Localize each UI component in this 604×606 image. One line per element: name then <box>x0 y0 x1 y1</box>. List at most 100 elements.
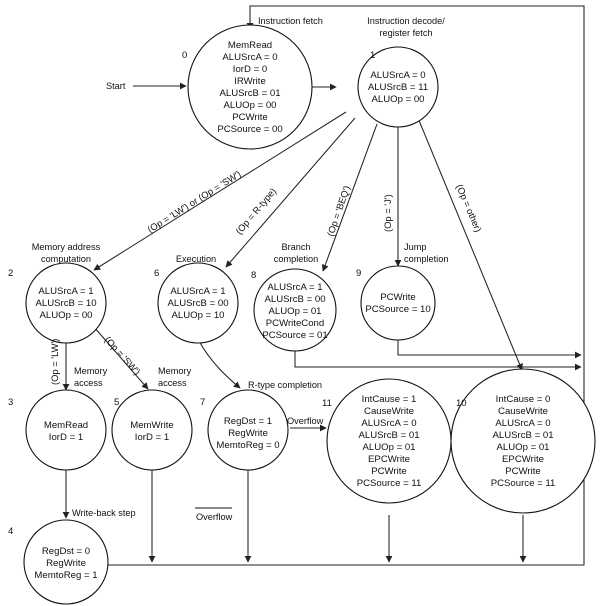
state-6-line: ALUOp = 10 <box>171 310 224 321</box>
cond-lw: (Op = 'LW') <box>49 339 60 385</box>
state-1-line: ALUSrcA = 0 <box>370 70 425 81</box>
state-2-line: ALUSrcA = 1 <box>38 286 93 297</box>
edge-1-to-10 <box>417 117 523 371</box>
state-11: 11 IntCause = 1 CauseWrite ALUSrcA = 0 A… <box>322 394 421 489</box>
state-0-line: ALUOp = 00 <box>223 100 276 111</box>
state-3-line: IorD = 1 <box>49 432 83 443</box>
start-label: Start <box>106 81 126 91</box>
state-1-phase: Instruction decode/ <box>367 16 445 26</box>
state-9-phase: Jump <box>404 242 426 252</box>
state-8-line: PCWriteCond <box>266 318 324 329</box>
edges <box>62 5 585 566</box>
state-3-line: MemRead <box>44 420 88 431</box>
state-1-line: ALUOp = 00 <box>371 94 424 105</box>
state-5-line: MemWrite <box>130 420 174 431</box>
state-4-phase: Write-back step <box>72 508 136 518</box>
state-10-line: EPCWrite <box>502 454 544 465</box>
edge-1-to-6 <box>225 117 356 268</box>
state-11-line: EPCWrite <box>368 454 410 465</box>
state-8-phase: completion <box>274 254 318 264</box>
state-8-line: ALUOp = 01 <box>268 306 321 317</box>
state-9-line: PCSource = 10 <box>365 304 430 315</box>
state-8-line: PCSource = 01 <box>262 330 327 341</box>
state-0-number: 0 <box>182 50 187 61</box>
state-10-circle <box>450 368 596 514</box>
state-4-line: RegWrite <box>46 558 86 569</box>
state-6: 6 Execution ALUSrcA = 1 ALUSrcB = 00 ALU… <box>154 254 229 321</box>
state-8: 8 Branch completion ALUSrcA = 1 ALUSrcB … <box>251 242 328 341</box>
state-8-line: ALUSrcB = 00 <box>264 294 325 305</box>
edge-1-to-2 <box>93 111 347 271</box>
state-9-number: 9 <box>356 268 361 279</box>
state-5-circle <box>111 389 193 471</box>
state-10-line: IntCause = 0 <box>496 394 551 405</box>
edge-1-to-8 <box>321 123 378 272</box>
state-2-line: ALUOp = 00 <box>39 310 92 321</box>
state-11-number: 11 <box>322 398 332 409</box>
cond-other: (Op = other) <box>454 182 484 233</box>
cond-sw: (Op = 'SW') <box>103 334 143 377</box>
state-10-number: 10 <box>456 398 467 409</box>
cond-rtype: (Op = R-type) <box>233 186 278 237</box>
state-11-line: ALUSrcA = 0 <box>361 418 416 429</box>
state-10-line: PCSource = 11 <box>491 478 556 489</box>
state-6-number: 6 <box>154 268 159 279</box>
state-0-line: IorD = 0 <box>233 64 267 75</box>
state-5-line: IorD = 1 <box>135 432 169 443</box>
edge-2-to-5 <box>93 326 149 390</box>
state-5-number: 5 <box>114 397 119 408</box>
state-4-line: MemtoReg = 1 <box>34 570 97 581</box>
cond-overflow: Overflow <box>287 416 324 426</box>
state-3-phase: access <box>74 378 103 388</box>
state-3-phase: Memory <box>74 366 108 376</box>
state-11-line: ALUSrcB = 01 <box>358 430 419 441</box>
state-10-line: CauseWrite <box>498 406 548 417</box>
state-4-number: 4 <box>8 526 13 537</box>
state-4-circle <box>23 519 109 605</box>
state-7-circle <box>207 389 289 471</box>
state-7-line: RegWrite <box>228 428 268 439</box>
state-10-line: ALUOp = 01 <box>496 442 549 453</box>
state-6-line: ALUSrcB = 00 <box>167 298 228 309</box>
state-9-phase: completion <box>404 254 448 264</box>
state-11-line: PCSource = 11 <box>357 478 422 489</box>
state-7: 7 R-type completion RegDst = 1 RegWrite … <box>200 380 322 451</box>
state-5-phase: Memory <box>158 366 192 376</box>
cond-j: (Op = 'J') <box>382 194 393 232</box>
state-0-line: MemRead <box>228 40 272 51</box>
state-7-number: 7 <box>200 397 205 408</box>
state-6-circle <box>157 262 239 344</box>
state-10-line: PCWrite <box>505 466 541 477</box>
state-0-line: PCSource = 00 <box>217 124 282 135</box>
state-10-line: ALUSrcA = 0 <box>495 418 550 429</box>
state-1-line: ALUSrcB = 11 <box>368 82 428 93</box>
state-9-circle <box>360 265 436 341</box>
state-0-line: ALUSrcA = 0 <box>222 52 277 63</box>
state-0: 0 Instruction fetch MemRead ALUSrcA = 0 … <box>182 16 323 135</box>
state-8-number: 8 <box>251 270 256 281</box>
state-1-circle <box>357 46 439 128</box>
state-2-number: 2 <box>8 268 13 279</box>
state-1-number: 1 <box>370 50 375 61</box>
edge-9-to-bus <box>397 340 582 359</box>
state-4-line: RegDst = 0 <box>42 546 90 557</box>
state-9-line: PCWrite <box>380 292 416 303</box>
state-7-phase: R-type completion <box>248 380 322 390</box>
state-0-line: PCWrite <box>232 112 268 123</box>
state-1: 1 Instruction decode/ register fetch ALU… <box>367 16 445 105</box>
state-0-line: IRWrite <box>234 76 266 87</box>
state-8-line: ALUSrcA = 1 <box>267 282 322 293</box>
state-4: 4 Write-back step RegDst = 0 RegWrite Me… <box>8 508 136 581</box>
state-2-circle <box>25 262 107 344</box>
state-2-phase: computation <box>41 254 91 264</box>
state-2: 2 Memory address computation ALUSrcA = 1… <box>8 242 101 321</box>
state-0-line: ALUSrcB = 01 <box>219 88 280 99</box>
state-6-line: ALUSrcA = 1 <box>170 286 225 297</box>
cond-no-overflow: Overflow <box>196 512 233 522</box>
state-3-circle <box>25 389 107 471</box>
state-5: 5 Memory access MemWrite IorD = 1 <box>114 366 192 443</box>
state-3: 3 Memory access MemRead IorD = 1 <box>8 366 108 443</box>
edge-8-to-bus <box>294 348 582 371</box>
edge-return-to-0 <box>246 5 585 566</box>
